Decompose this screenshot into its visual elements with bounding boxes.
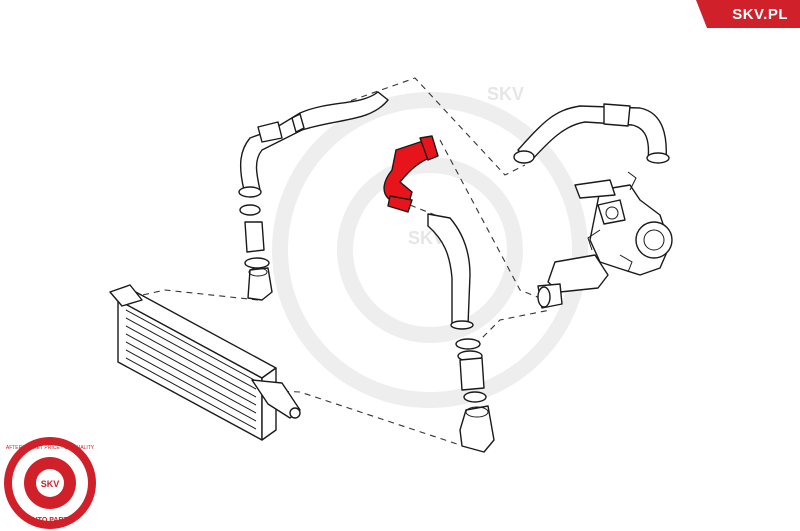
- hose-upper-left: [238, 91, 389, 301]
- hose-center-red: [383, 135, 439, 213]
- skv-logo: SKV AFTERMARKET PRICE · OE QUALITY AUTO …: [4, 437, 96, 529]
- logo-bottom-text: AUTO PARTS: [28, 517, 73, 524]
- turbocharger-assembly: [537, 171, 673, 309]
- hose-center-lower: [427, 213, 495, 453]
- logo-center-text: SKV: [41, 479, 60, 489]
- watermark-text-top: SKV: [487, 84, 524, 104]
- brand-tag[interactable]: SKV.PL: [696, 0, 800, 28]
- intercooler: [109, 284, 301, 441]
- logo-ring-text: AFTERMARKET PRICE · OE QUALITY: [6, 445, 95, 451]
- pipe-upper-right: [513, 103, 670, 164]
